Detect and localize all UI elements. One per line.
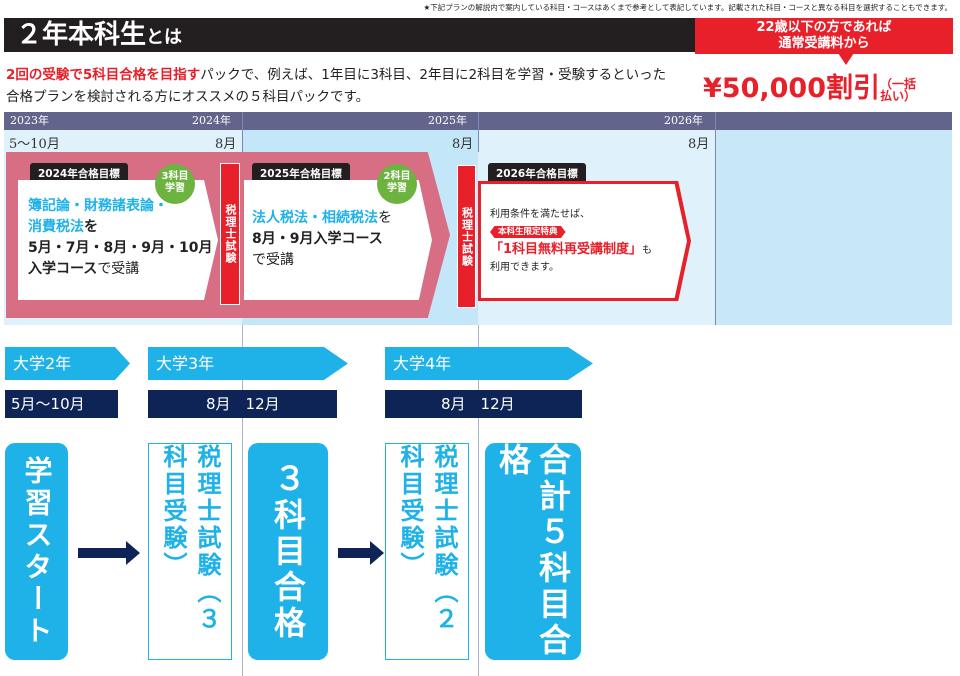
exam-box: 税理士試験（２科目受験） bbox=[385, 443, 469, 660]
year-label: 2026年 bbox=[664, 114, 703, 127]
subject-count-badge: 3科目学習 bbox=[155, 164, 195, 204]
divider bbox=[478, 325, 479, 676]
free-retake-system: 「1科目無料再受講制度」 bbox=[490, 242, 643, 257]
grade-label: 大学2年 bbox=[5, 347, 130, 380]
period-label: 8月 12月 bbox=[385, 390, 582, 418]
subjects: 簿記論・財務諸表論・ bbox=[28, 198, 168, 214]
courses: 8月・9月入学コース bbox=[252, 231, 383, 247]
badge-top: 2科目 bbox=[383, 171, 411, 182]
flow-arrow bbox=[78, 541, 140, 565]
divider bbox=[242, 325, 243, 676]
study-start-box: 学習スタート bbox=[5, 443, 68, 660]
stage3-box: 利用条件を満たせば、 本科生限定特典 「1科目無料再受講制度」も 利用できます。 bbox=[481, 184, 687, 298]
paren-bottom: 払い） bbox=[879, 88, 916, 103]
flow-arrow bbox=[338, 541, 384, 565]
month-label: 8月 bbox=[215, 137, 237, 152]
total-pass-box: 合計５科目合格 bbox=[485, 443, 581, 660]
particle: を bbox=[378, 210, 392, 226]
subjects: 法人税法・相続税法 bbox=[252, 210, 378, 226]
divider bbox=[715, 112, 716, 325]
limited-ribbon: 本科生限定特典 bbox=[490, 226, 566, 238]
particle: を bbox=[84, 219, 98, 235]
title-main: ２年本科生 bbox=[16, 20, 147, 50]
discount-price: ¥50,000割引（一括払い） bbox=[703, 66, 916, 105]
year-label: 2023年 bbox=[10, 114, 49, 127]
subject-count-badge: 2科目学習 bbox=[377, 164, 417, 204]
course-suffix: で受講 bbox=[97, 261, 140, 277]
title-suffix: とは bbox=[146, 27, 183, 48]
subjects: 消費税法 bbox=[28, 219, 84, 235]
target-tag: 2024年合格目標 bbox=[30, 163, 128, 184]
paren-top: （一括 bbox=[879, 76, 916, 91]
courses: 入学コース bbox=[28, 261, 98, 277]
target-tag: 2025年合格目標 bbox=[252, 163, 350, 184]
badge-bottom: 学習 bbox=[387, 183, 407, 194]
exam-marker: 税理士試験 bbox=[220, 163, 240, 305]
desc-line2: 合格プランを検討される方にオススメの５科目パックです。 bbox=[6, 89, 370, 105]
month-label: 5～10月 bbox=[9, 137, 60, 152]
course-suffix: で受講 bbox=[252, 252, 294, 268]
page-title: ２年本科生とは bbox=[4, 18, 696, 52]
month-label: 8月 bbox=[452, 137, 474, 152]
disclaimer-note: ★下記プランの解説内で案内している科目・コースはあくまで参考として表記しています… bbox=[423, 3, 953, 12]
divider bbox=[242, 112, 243, 152]
period-label: 8月 12月 bbox=[148, 390, 337, 418]
description: 2回の受験で5科目合格を目指すパックで、例えば、1年目に3科目、2年目に2科目を… bbox=[6, 64, 696, 108]
target-tag: 2026年合格目標 bbox=[488, 163, 586, 184]
divider bbox=[478, 112, 479, 152]
promo-line1: 22歳以下の方であれば bbox=[756, 20, 892, 35]
promo-line2: 通常受講料から bbox=[778, 36, 870, 51]
exam-box: 税理士試験（３科目受験） bbox=[148, 443, 232, 660]
badge-bottom: 学習 bbox=[165, 183, 185, 194]
grade-label: 大学4年 bbox=[385, 347, 593, 380]
desc-rest: パックで、例えば、1年目に3科目、2年目に2科目を学習・受験するといった bbox=[200, 67, 667, 83]
badge-top: 3科目 bbox=[161, 171, 189, 182]
grade-label: 大学3年 bbox=[148, 347, 348, 380]
benefit-text: 利用条件を満たせば、 bbox=[490, 209, 590, 220]
desc-highlight: 2回の受験で5科目合格を目指す bbox=[6, 67, 201, 83]
courses: 5月・7月・8月・9月・10月 bbox=[28, 240, 213, 256]
pass-box: ３科目合格 bbox=[248, 443, 328, 660]
year-label: 2025年 bbox=[428, 114, 467, 127]
period-label: 5月～10月 bbox=[5, 390, 118, 418]
discount-callout: 22歳以下の方であれば 通常受講料から bbox=[695, 18, 953, 54]
particle: も bbox=[642, 245, 653, 256]
year-label: 2024年 bbox=[192, 114, 231, 127]
benefit-text: 利用できます。 bbox=[490, 262, 559, 273]
price-text: ¥50,000割引 bbox=[703, 73, 880, 104]
month-label: 8月 bbox=[688, 137, 710, 152]
exam-marker: 税理士試験 bbox=[457, 165, 476, 308]
callout-pointer bbox=[838, 53, 854, 65]
period-column bbox=[715, 130, 952, 325]
